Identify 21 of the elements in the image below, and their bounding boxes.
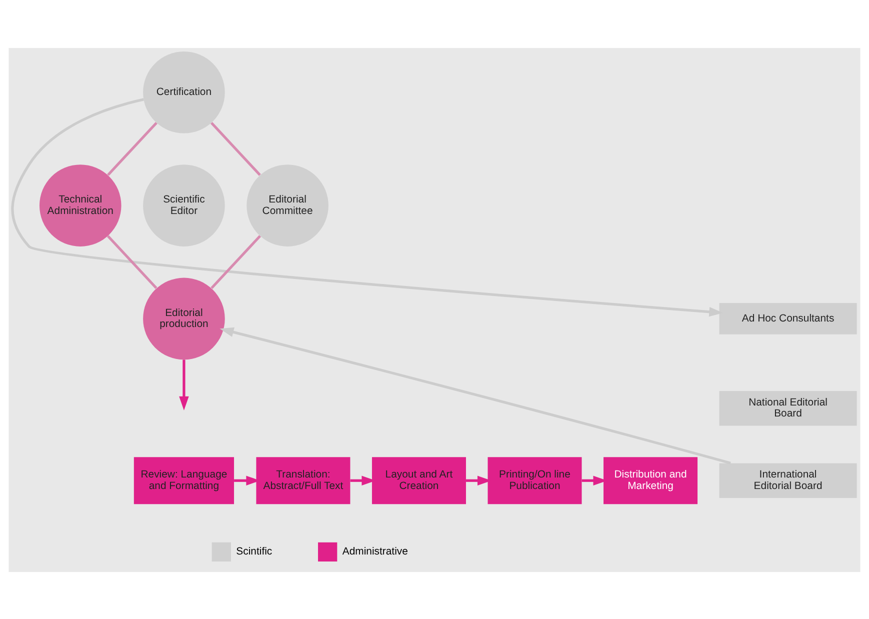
arrow [179, 359, 189, 410]
node-circle: Certification [143, 50, 225, 133]
arrow [220, 326, 731, 464]
node-circle: Editorial Committee [246, 164, 328, 246]
node-box: Review: Language and Formatting [134, 456, 234, 504]
node-box: International Editorial Board [719, 462, 857, 498]
legend-label: Administrative [342, 546, 408, 558]
legend-label: Scintific [236, 546, 272, 558]
node-box: Distribution and Marketing [604, 456, 698, 504]
connector [210, 121, 261, 176]
node-box: Layout and Art Creation [372, 456, 466, 504]
connector [210, 234, 262, 289]
node-circle: Editorial production [143, 277, 225, 360]
node-circle: Technical Administration [39, 164, 122, 246]
node-box: National Editorial Board [719, 390, 857, 426]
node-box: Translation: Abstract/Full Text [256, 456, 350, 504]
connector [107, 121, 158, 176]
connector [106, 234, 158, 289]
node-circle: Scientific Editor [143, 164, 225, 246]
node-box: Printing/On line Publication [488, 456, 582, 504]
node-box: Ad Hoc Consultants [719, 302, 857, 334]
